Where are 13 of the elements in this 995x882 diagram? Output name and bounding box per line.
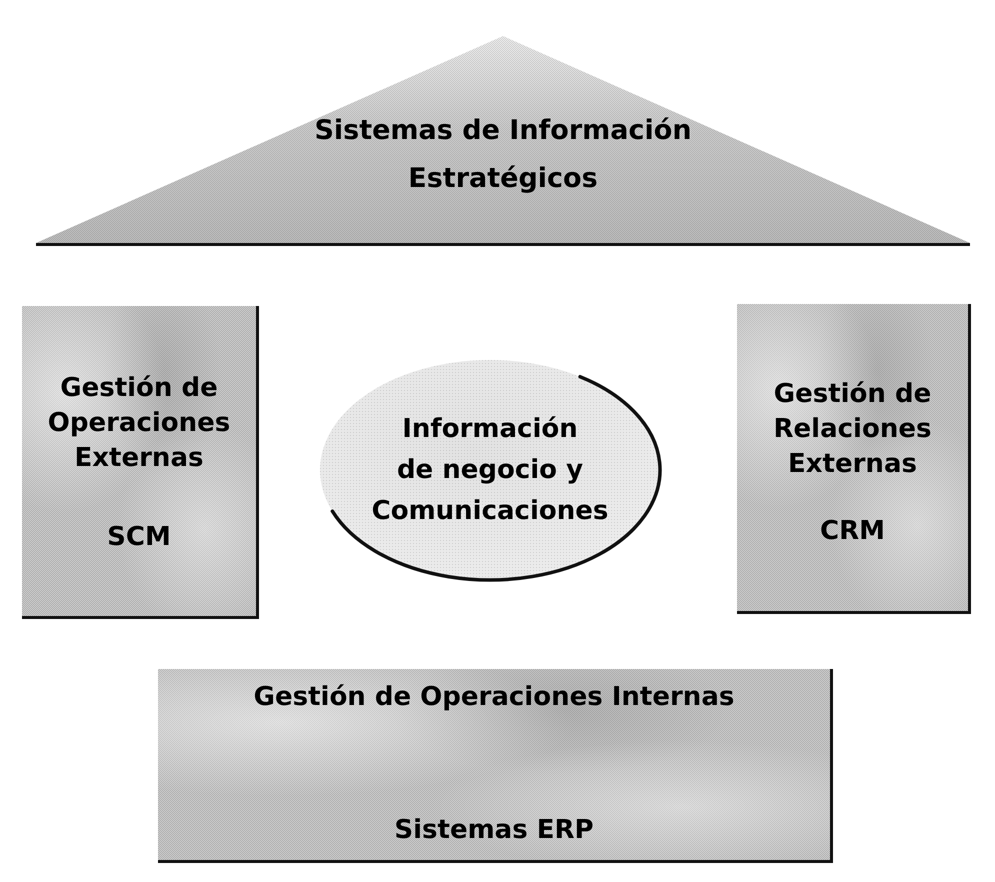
pillar-panel	[737, 304, 971, 614]
foundation-subheading: Sistemas ERP	[394, 814, 594, 847]
pillar-acronym: CRM	[820, 515, 885, 548]
pillar-panel	[22, 306, 259, 619]
pillar-acronym: SCM	[107, 521, 171, 554]
foundation-panel	[158, 669, 833, 863]
pillar-heading: Gestión de Relaciones Externas	[772, 378, 932, 481]
pillar-heading: Gestión de Operaciones Externas	[46, 372, 232, 475]
roof-title: Sistemas de Información Estratégicos	[313, 114, 693, 196]
roof-triangle	[36, 36, 970, 246]
foundation-heading: Gestión de Operaciones Internas	[252, 681, 736, 714]
ellipse-text: Información de negocio y Comunicaciones	[370, 412, 610, 528]
center-ellipse	[317, 357, 663, 583]
